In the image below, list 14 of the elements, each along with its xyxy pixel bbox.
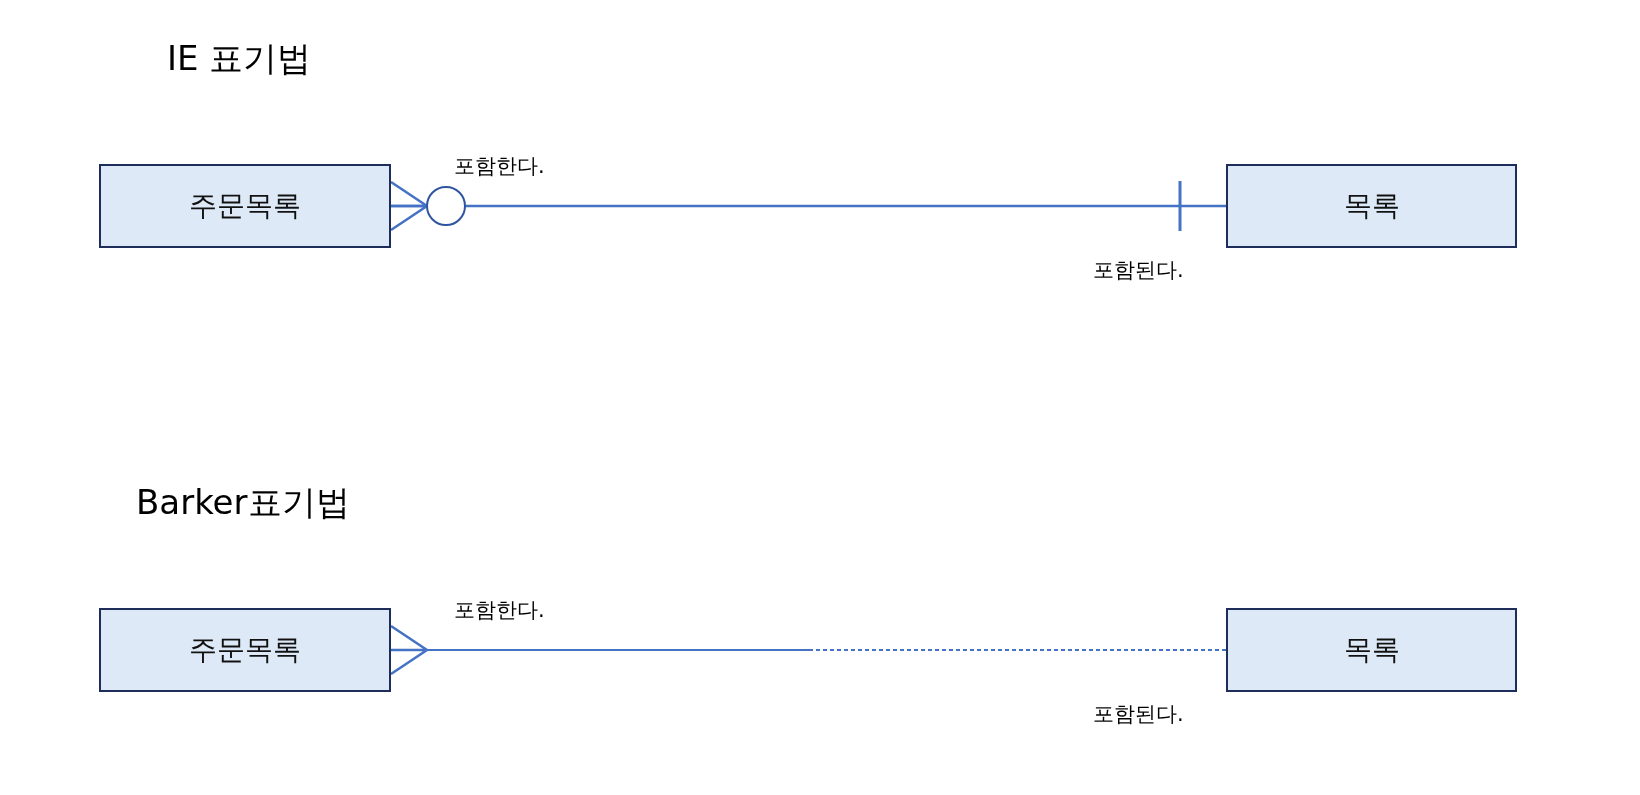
entity-name: 목록 (1343, 188, 1400, 224)
entity-box (1226, 608, 1517, 692)
entity-name: 주문목록 (189, 188, 301, 224)
relationship-label: 포함된다. (1093, 701, 1184, 728)
entity-name: 목록 (1343, 632, 1400, 668)
entity-box (99, 164, 391, 248)
relationship-label: 포함한다. (454, 597, 545, 624)
notation-title: Barker표기법 (136, 481, 350, 524)
entity-name: 주문목록 (189, 632, 301, 668)
entity-box (99, 608, 391, 692)
notation-title: IE 표기법 (167, 37, 312, 80)
relationship-label: 포함된다. (1093, 257, 1184, 284)
relationship-label: 포함한다. (454, 153, 545, 180)
entity-box (1226, 164, 1517, 248)
